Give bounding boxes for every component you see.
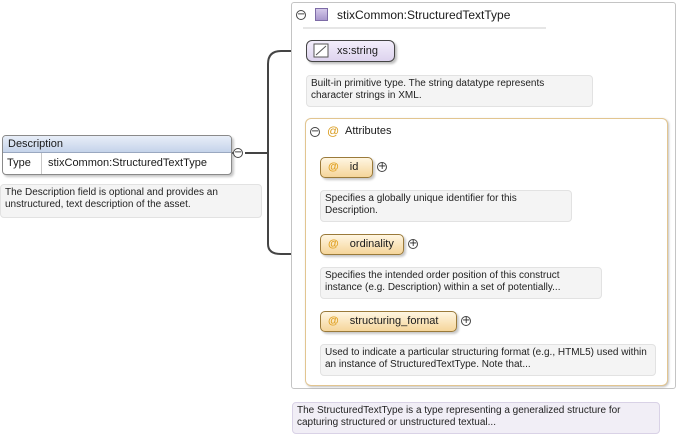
attribute-name: id xyxy=(349,161,359,173)
attribute-icon: @ xyxy=(328,238,339,250)
expand-structuring-format-icon[interactable]: + xyxy=(461,315,471,326)
attribute-ordinality[interactable]: @ ordinality xyxy=(320,234,404,255)
attribute-id[interactable]: @ id xyxy=(320,157,373,178)
complex-type-documentation: The StructuredTextType is a type represe… xyxy=(292,402,660,434)
attribute-icon: @ xyxy=(328,315,339,327)
base-type-node[interactable]: xs:string xyxy=(306,40,395,62)
attribute-icon: @ xyxy=(328,161,339,173)
type-title-divider xyxy=(303,27,546,29)
attributes-icon: @ xyxy=(327,124,340,138)
attribute-structuring-format-documentation: Used to indicate a particular structurin… xyxy=(320,344,656,376)
attribute-ordinality-documentation: Specifies the intended order position of… xyxy=(320,267,602,299)
attribute-name: structuring_format xyxy=(349,315,439,327)
type-value: stixCommon:StructuredTextType xyxy=(48,157,207,169)
collapse-type-icon[interactable]: − xyxy=(296,9,306,20)
connector-to-base-type xyxy=(267,50,306,153)
complex-type-icon xyxy=(315,8,328,21)
base-type-documentation: Built-in primitive type. The string data… xyxy=(306,75,593,107)
attributes-title: Attributes xyxy=(345,125,392,137)
element-name: Description xyxy=(3,136,231,153)
description-element[interactable]: Description Type stixCommon:StructuredTe… xyxy=(2,135,232,175)
base-type-label: xs:string xyxy=(337,45,378,57)
complex-type-name: stixCommon:StructuredTextType xyxy=(337,8,511,22)
expand-ordinality-icon[interactable]: + xyxy=(408,238,418,249)
connector-to-attributes xyxy=(267,153,306,255)
attribute-structuring-format[interactable]: @ structuring_format xyxy=(320,311,457,332)
attribute-name: ordinality xyxy=(349,238,394,250)
expand-id-icon[interactable]: + xyxy=(377,161,387,172)
type-key: Type xyxy=(3,153,42,174)
collapse-element-icon[interactable]: − xyxy=(233,147,243,158)
element-type-row: Type stixCommon:StructuredTextType xyxy=(3,153,231,174)
collapse-attributes-icon[interactable]: − xyxy=(310,126,320,137)
attribute-id-documentation: Specifies a globally unique identifier f… xyxy=(320,190,572,222)
element-documentation: The Description field is optional and pr… xyxy=(0,184,262,218)
